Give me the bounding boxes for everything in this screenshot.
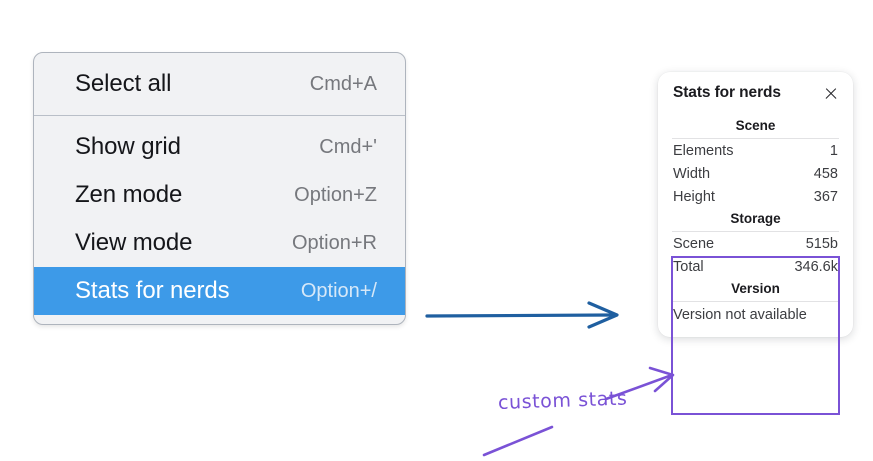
menu-item-zen-mode[interactable]: Zen mode Option+Z xyxy=(34,171,405,219)
menu-item-shortcut: Cmd+A xyxy=(309,72,377,95)
stat-key: Width xyxy=(673,165,711,182)
section-heading-storage: Storage xyxy=(730,211,781,226)
menu-item-shortcut: Option+Z xyxy=(294,183,377,206)
menu-item-select-all[interactable]: Select all Cmd+A xyxy=(34,60,405,108)
stats-panel-title: Stats for nerds xyxy=(673,84,781,101)
stats-panel-header: Stats for nerds xyxy=(658,84,853,102)
menu-group-2: Show grid Cmd+' Zen mode Option+Z View m… xyxy=(34,123,405,315)
stat-row: Total 346.6k xyxy=(658,255,853,278)
menu-separator xyxy=(34,115,405,116)
stat-row: Width 458 xyxy=(658,162,853,185)
menu-item-label: Select all xyxy=(75,70,172,97)
section-divider xyxy=(672,231,839,232)
stat-value: 1 xyxy=(829,142,838,159)
stat-value: 367 xyxy=(813,188,838,205)
purple-underline-annotation xyxy=(482,425,554,457)
stat-key: Height xyxy=(673,188,715,205)
stat-value: 515b xyxy=(805,235,838,252)
stat-key: Elements xyxy=(673,142,734,159)
section-divider xyxy=(672,301,839,302)
section-heading-version: Version xyxy=(731,281,780,296)
blue-arrow-annotation xyxy=(425,301,619,329)
stat-row: Elements 1 xyxy=(658,139,853,162)
stat-row: Height 367 xyxy=(658,185,853,208)
menu-item-label: Show grid xyxy=(75,133,181,160)
stat-key: Total xyxy=(673,258,704,275)
callout-text: custom stats xyxy=(497,387,628,414)
menu-item-label: View mode xyxy=(75,229,193,256)
menu-item-shortcut: Option+R xyxy=(291,231,377,254)
section-heading-scene: Scene xyxy=(735,118,776,133)
menu-item-show-grid[interactable]: Show grid Cmd+' xyxy=(34,123,405,171)
menu-item-view-mode[interactable]: View mode Option+R xyxy=(34,219,405,267)
menu-item-stats-for-nerds[interactable]: Stats for nerds Option+/ xyxy=(34,267,405,315)
section-divider xyxy=(672,138,839,139)
menu-item-shortcut: Cmd+' xyxy=(319,135,377,158)
menu-group-1: Select all Cmd+A xyxy=(34,60,405,108)
menu-item-label: Zen mode xyxy=(75,181,183,208)
menu-item-shortcut: Option+/ xyxy=(300,279,377,302)
stats-for-nerds-panel: Stats for nerds Scene Elements 1 Width 4… xyxy=(658,72,853,337)
menu-item-label: Stats for nerds xyxy=(75,277,230,304)
stat-value: 346.6k xyxy=(794,258,838,275)
close-icon[interactable] xyxy=(823,85,839,101)
context-menu: Select all Cmd+A Show grid Cmd+' Zen mod… xyxy=(33,52,406,325)
stat-value: 458 xyxy=(813,165,838,182)
stat-row: Scene 515b xyxy=(658,232,853,255)
version-note: Version not available xyxy=(673,307,807,323)
stat-key: Scene xyxy=(673,235,715,252)
